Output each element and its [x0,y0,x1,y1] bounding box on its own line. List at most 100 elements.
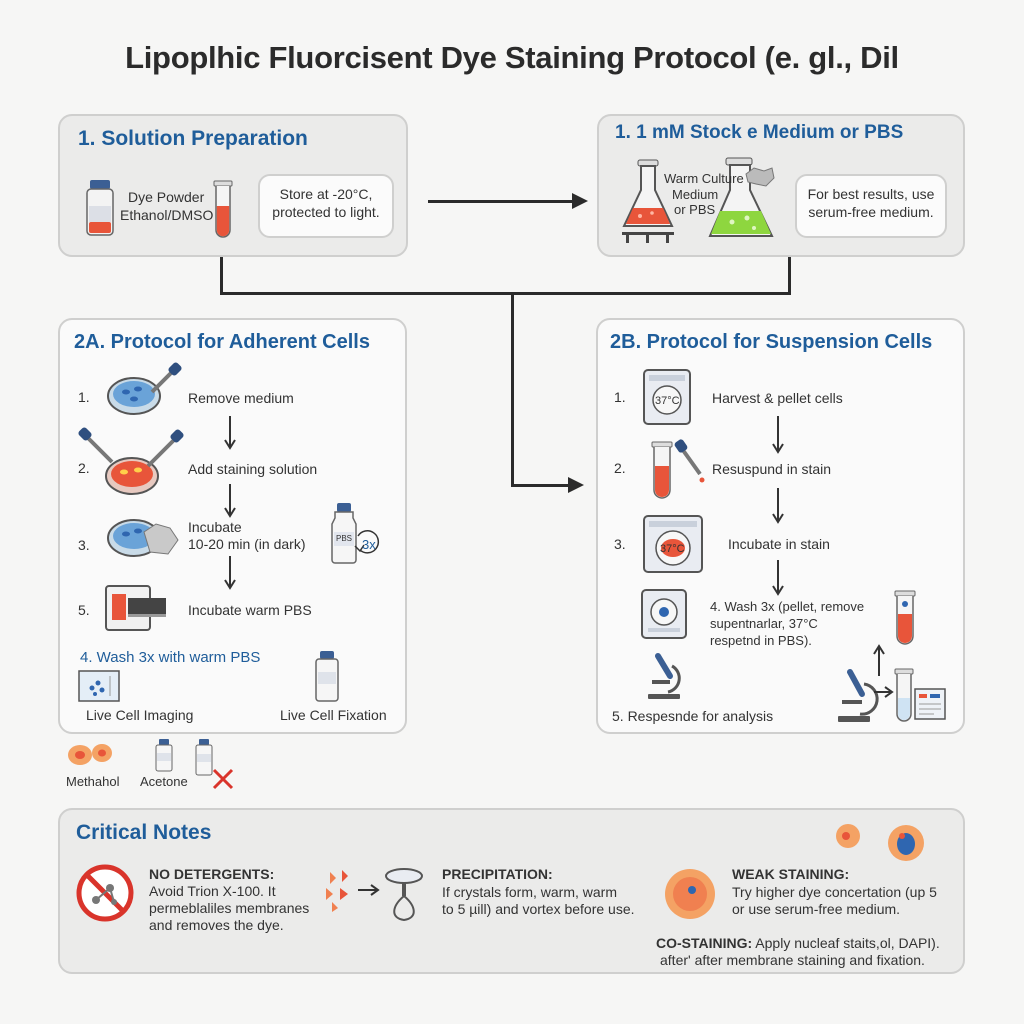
suspension-step1-text: Harvest & pellet cells [712,390,843,406]
repeat-arrow-icon [354,530,380,554]
arrow-down-icon [772,416,784,454]
pbs-bottle-icon [331,503,357,564]
acetone-label: Acetone [140,774,188,789]
precipitation-heading: PRECIPITATION: [442,866,553,882]
vortex-icon [385,868,423,922]
weak-staining-line2: or use serum-free medium. [732,901,901,917]
arrow-up-icon [873,644,885,676]
solution-preparation-title: 1. Solution Preparation [78,127,308,150]
incubator-temp-2: 37°C [660,543,685,555]
adherent-step5-text: Incubate warm PBS [188,602,312,618]
wash-count-label: 3x [362,537,376,552]
weak-staining-line1: Try higher dye concertation (up 5 [732,884,937,900]
cells-icon [836,824,924,861]
suspension-step3-num: 3. [614,536,626,552]
page-title: Lipoplhic Fluorcisent Dye Staining Proto… [125,40,899,75]
arrow-right-icon [358,884,380,896]
suspension-step5-text: 5. Respesnde for analysis [612,708,774,724]
fixative-bottle-icon [315,651,339,702]
weak-stain-cell-icon [665,869,715,919]
co-staining-line1: CO-STAINING: Apply nucleaf staits,ol, DA… [656,935,940,952]
adherent-step5-num: 5. [78,602,90,618]
incubator-icon [105,585,166,631]
live-cell-imaging-label: Live Cell Imaging [86,707,194,723]
result-tube-icon [894,590,916,645]
suspension-step4-line3: respetnd in PBS). [710,633,812,648]
microscope-icon [838,669,879,722]
co-staining-text: Apply nucleaf staits,ol, DAPI). [752,935,940,951]
live-cell-fixation-label: Live Cell Fixation [280,707,387,723]
arrow-right-icon [874,686,894,698]
suspension-step3-text: Incubate in stain [728,536,830,552]
data-screen-icon [914,688,946,720]
suspension-step2-text: Resuspund in stain [712,461,832,477]
co-staining-line2: after' after membrane staining and fixat… [660,952,925,968]
arrow-down-icon [224,484,236,518]
suspension-step1-num: 1. [614,389,626,405]
pbs-bottle-text: PBS [336,534,353,543]
methanol-label: Methahol [66,774,120,789]
detergent-heading: NO DETERGENTS: [149,866,275,882]
detergent-line1: Avoid Trion X-100. It [149,883,276,899]
petri-dish-dropper-icon [107,362,182,415]
crystals-icon [326,870,348,912]
suspension-step4-line2: supentnarlar, 37°C [710,616,818,631]
dye-vial-icon [86,180,114,236]
connector-prep-to-stock [428,200,578,203]
dye-powder-label: Dye Powder [128,189,205,205]
washer-icon [641,589,687,639]
test-tube-icon [213,180,233,238]
acetone-bottle-icon [155,739,173,772]
connector-left-drop [220,257,223,295]
serum-free-note-line1: For best results, use [807,186,935,202]
detergent-line2: permeblaliles membranes [149,900,310,916]
connector-right-drop [788,257,791,295]
serum-free-note-line2: serum-free medium. [808,204,934,220]
incubator-temp-1: 37°C [655,395,680,407]
storage-note-line1: Store at -20°C, [279,186,373,202]
analysis-tube-icon [894,668,914,722]
storage-note-line2: protected to light. [272,204,380,220]
crossed-bottle-icon [195,739,234,790]
or-pbs-label: or PBS [674,202,716,217]
arrow-head-right-icon [572,193,588,209]
covered-dish-icon [107,519,179,557]
arrow-down-icon [224,416,236,450]
co-staining-heading: CO-STAINING: [656,935,753,951]
no-detergent-icon [76,864,134,922]
connector-to-suspension [511,484,573,487]
adherent-step2-num: 2. [78,460,90,476]
adherent-step1-num: 1. [78,389,90,405]
centrifuge-icon [643,369,691,425]
adherent-step3-num: 3. [78,537,90,553]
suspension-title: 2B. Protocol for Suspension Cells [610,331,933,353]
detergent-line3: and removes the dye. [149,917,284,933]
petri-dish-staining-icon [78,427,184,495]
medium-label: Medium [672,187,719,202]
tube-dropper-icon [651,439,705,499]
green-flask-icon [708,157,775,237]
adherent-title: 2A. Protocol for Adherent Cells [74,331,370,353]
microscopy-image-icon [78,670,120,702]
connector-center-drop [511,292,514,487]
adherent-step2-text: Add staining solution [188,461,318,477]
ethanol-dmso-label: Ethanol/DMSO [120,207,214,223]
adherent-step3-text2: 10-20 min (in dark) [188,536,306,552]
microscope-icon [648,653,681,699]
arrow-head-right-icon [568,477,584,493]
connector-horizontal [220,292,791,295]
warm-culture-label: Warm Culture [664,171,744,186]
storage-note: Store at -20°C, protected to light. [258,174,394,238]
critical-notes-panel [58,808,965,974]
serum-free-note: For best results, use serum-free medium. [795,174,947,238]
weak-staining-heading: WEAK STAINING: [732,866,850,882]
adherent-step3-text: Incubate [188,519,242,535]
adherent-wash-label: 4. Wash 3x with warm PBS [80,649,261,666]
precipitation-line2: to 5 µill) and vortex before use. [442,901,635,917]
suspension-step4-line1: 4. Wash 3x (pellet, remove [710,599,865,614]
arrow-down-icon [224,556,236,590]
suspension-step2-num: 2. [614,460,626,476]
arrow-down-icon [772,488,784,524]
precipitation-line1: If crystals form, warm, warm [442,884,618,900]
red-flask-icon [622,159,674,243]
